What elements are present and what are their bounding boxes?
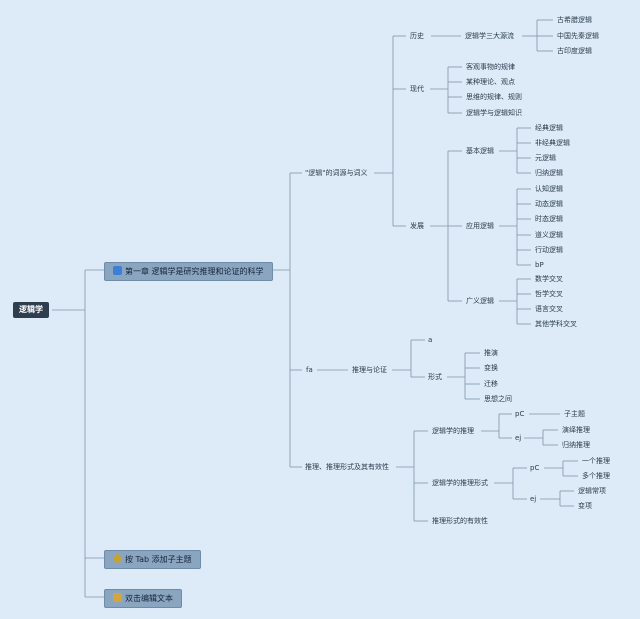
reasoning-a-node[interactable]: a — [428, 336, 433, 344]
applied-logic-item[interactable]: 道义逻辑 — [535, 231, 563, 239]
form-item[interactable]: 变换 — [484, 364, 498, 372]
inference-ej-item[interactable]: 演绎推理 — [562, 426, 590, 434]
applied-logic-item[interactable]: 时态逻辑 — [535, 215, 563, 223]
inference-ej-node[interactable]: ej — [515, 434, 522, 442]
basic-logic-item[interactable]: 归纳逻辑 — [535, 169, 563, 177]
history-item[interactable]: 中国先秦逻辑 — [557, 32, 599, 40]
applied-logic-node[interactable]: 应用逻辑 — [466, 222, 494, 230]
gem-icon — [112, 553, 123, 564]
lock-icon — [113, 593, 122, 602]
inference-pc-node[interactable]: pC — [515, 410, 525, 418]
chapter-1-label: 第一章 逻辑学是研究推理和论证的科学 — [125, 267, 264, 276]
basic-logic-node[interactable]: 基本逻辑 — [466, 147, 494, 155]
form-node[interactable]: 形式 — [428, 373, 442, 381]
logic-inference-node[interactable]: 逻辑学的推理 — [432, 427, 474, 435]
chapter-1-node[interactable]: 第一章 逻辑学是研究推理和论证的科学 — [104, 262, 273, 281]
form-pc-item[interactable]: 多个推理 — [582, 472, 610, 480]
modern-item[interactable]: 客观事物的规律 — [466, 63, 515, 71]
form-pc-item[interactable]: 一个推理 — [582, 457, 610, 465]
form-pc-node[interactable]: pC — [530, 464, 540, 472]
inference-pc-item[interactable]: 子主题 — [564, 410, 585, 418]
form-ej-node[interactable]: ej — [530, 495, 537, 503]
modern-item[interactable]: 逻辑学与逻辑知识 — [466, 109, 522, 117]
broad-logic-item[interactable]: 数学交叉 — [535, 275, 563, 283]
basic-logic-item[interactable]: 非经典逻辑 — [535, 139, 570, 147]
fa-node[interactable]: fa — [306, 366, 313, 374]
broad-logic-item[interactable]: 语言交叉 — [535, 305, 563, 313]
broad-logic-item[interactable]: 哲学交叉 — [535, 290, 563, 298]
history-source-node[interactable]: 逻辑学三大源流 — [465, 32, 514, 40]
applied-logic-item[interactable]: 认知逻辑 — [535, 185, 563, 193]
edit-hint-node[interactable]: 双击编辑文本 — [104, 589, 182, 608]
tab-hint-node[interactable]: 按 Tab 添加子主题 — [104, 550, 201, 569]
basic-logic-item[interactable]: 元逻辑 — [535, 154, 556, 162]
form-item[interactable]: 迁移 — [484, 380, 498, 388]
inference-ej-item[interactable]: 归纳推理 — [562, 441, 590, 449]
applied-logic-item[interactable]: 动态逻辑 — [535, 200, 563, 208]
form-item[interactable]: 思想之间 — [484, 395, 512, 403]
logic-form-node[interactable]: 逻辑学的推理形式 — [432, 479, 488, 487]
form-item[interactable]: 推演 — [484, 349, 498, 357]
form-ej-item[interactable]: 逻辑常项 — [578, 487, 606, 495]
basic-logic-item[interactable]: 经典逻辑 — [535, 124, 563, 132]
development-node[interactable]: 发展 — [410, 222, 424, 230]
modern-item[interactable]: 某种理论、观点 — [466, 78, 515, 86]
tab-hint-label: 按 Tab 添加子主题 — [125, 555, 192, 564]
form-ej-item[interactable]: 变项 — [578, 502, 592, 510]
validity-node[interactable]: 推理形式的有效性 — [432, 517, 488, 525]
history-item[interactable]: 古希腊逻辑 — [557, 16, 592, 24]
fire-icon — [113, 266, 122, 275]
broad-logic-item[interactable]: 其他学科交叉 — [535, 320, 577, 328]
root-node[interactable]: 逻辑学 — [13, 302, 49, 318]
inference-node[interactable]: 推理、推理形式及其有效性 — [305, 463, 389, 471]
broad-logic-node[interactable]: 广义逻辑 — [466, 297, 494, 305]
reasoning-node[interactable]: 推理与论证 — [352, 366, 387, 374]
history-node[interactable]: 历史 — [410, 32, 424, 40]
modern-item[interactable]: 思维的规律、规则 — [466, 93, 522, 101]
history-item[interactable]: 古印度逻辑 — [557, 47, 592, 55]
edit-hint-label: 双击编辑文本 — [125, 594, 173, 603]
etymology-node[interactable]: "逻辑"的词源与词义 — [305, 169, 368, 177]
applied-logic-item[interactable]: bP — [535, 261, 544, 269]
applied-logic-item[interactable]: 行动逻辑 — [535, 246, 563, 254]
modern-node[interactable]: 现代 — [410, 85, 424, 93]
